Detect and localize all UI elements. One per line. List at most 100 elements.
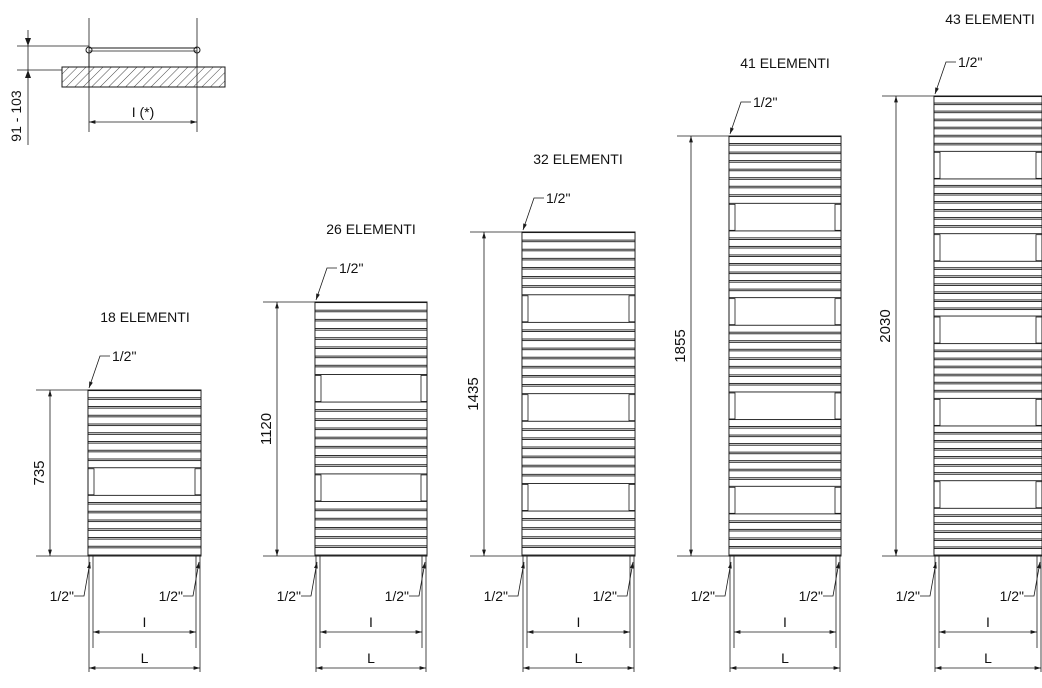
bottom-right-label: 1/2" [385,588,409,604]
tube [728,513,842,522]
radiator-title: 26 ELEMENTI [326,221,415,237]
tube [521,547,636,556]
tube [521,439,636,448]
tube [933,548,1042,556]
tube [933,391,1042,399]
tube [933,359,1042,367]
bottom-left-leader [74,561,91,597]
bottom-left-label: 1/2" [484,588,508,604]
tube [933,218,1042,227]
top-connection-label: 1/2" [339,260,363,276]
tube [933,523,1042,532]
tube [933,465,1042,474]
tube [314,537,428,547]
side-post-left [933,398,941,426]
tube [728,461,842,470]
tube [521,457,636,466]
height-label: 1855 [672,329,689,362]
side-post-left [728,298,736,326]
inner-width-label: I [986,614,990,630]
bottom-right-label: 1/2" [593,588,617,604]
tube [728,187,842,196]
tube [728,358,842,367]
tube [933,104,1042,112]
tube [314,311,428,320]
tube [314,456,428,466]
side-post-left [933,151,941,179]
bottom-left-leader [301,561,318,597]
tube [521,277,636,287]
tube [728,521,842,530]
tube [933,433,1042,441]
side-post-right [1035,316,1042,344]
tube [933,120,1042,128]
tube [521,448,636,457]
tube [521,340,636,349]
tube [728,161,842,170]
tube [521,420,636,430]
side-post-left [521,484,529,511]
tube [728,256,842,264]
inner-width-label: I [369,614,373,630]
bottom-right-leader [183,561,200,597]
tube [933,301,1042,309]
tube [933,96,1042,104]
top-connection-label: 1/2" [112,348,136,364]
radiator-frame [314,301,428,557]
side-post-left [933,234,941,262]
height-label: 2030 [877,309,894,342]
tube [728,324,842,333]
tube [728,453,842,462]
radiator-title: 32 ELEMENTI [533,151,622,167]
side-post-left [728,486,736,514]
tube [728,539,842,547]
tube [87,425,202,434]
tube [933,268,1042,277]
tube [87,398,202,407]
tube [87,529,202,538]
tube [521,519,636,529]
radiator-title: 43 ELEMENTI [945,11,1034,27]
tube [87,512,202,521]
tube [933,112,1042,120]
tube [728,136,842,144]
tube [87,407,202,416]
outer-width-label: L [141,650,149,666]
tube [933,449,1042,458]
inner-width-label: I [783,614,787,630]
tube [521,250,636,259]
tube [933,284,1042,293]
bottom-right-leader [823,561,840,597]
tube [728,384,842,393]
depth-arrow-top [25,38,31,46]
tube [728,230,842,239]
tube [521,241,636,250]
tube [521,358,636,367]
tube [314,419,428,429]
top-connection-leader [729,101,751,135]
top-connection-leader [315,267,337,301]
inner-width-label: I [143,614,147,630]
tube [314,320,428,329]
tube [933,351,1042,359]
tube [314,447,428,456]
tube [933,343,1042,351]
depth-detail: 91 - 103 I (*) [8,18,226,145]
side-post-right [834,203,842,231]
tube [87,503,202,512]
tube [728,178,842,187]
tube [728,290,842,299]
tube [728,239,842,247]
tube [521,475,636,484]
tube [728,195,842,204]
tube [933,202,1042,210]
tube [933,457,1042,466]
top-connection-label: 1/2" [753,94,777,110]
height-label: 1435 [465,377,482,410]
side-post-right [1035,481,1042,509]
bottom-left-label: 1/2" [277,588,301,604]
